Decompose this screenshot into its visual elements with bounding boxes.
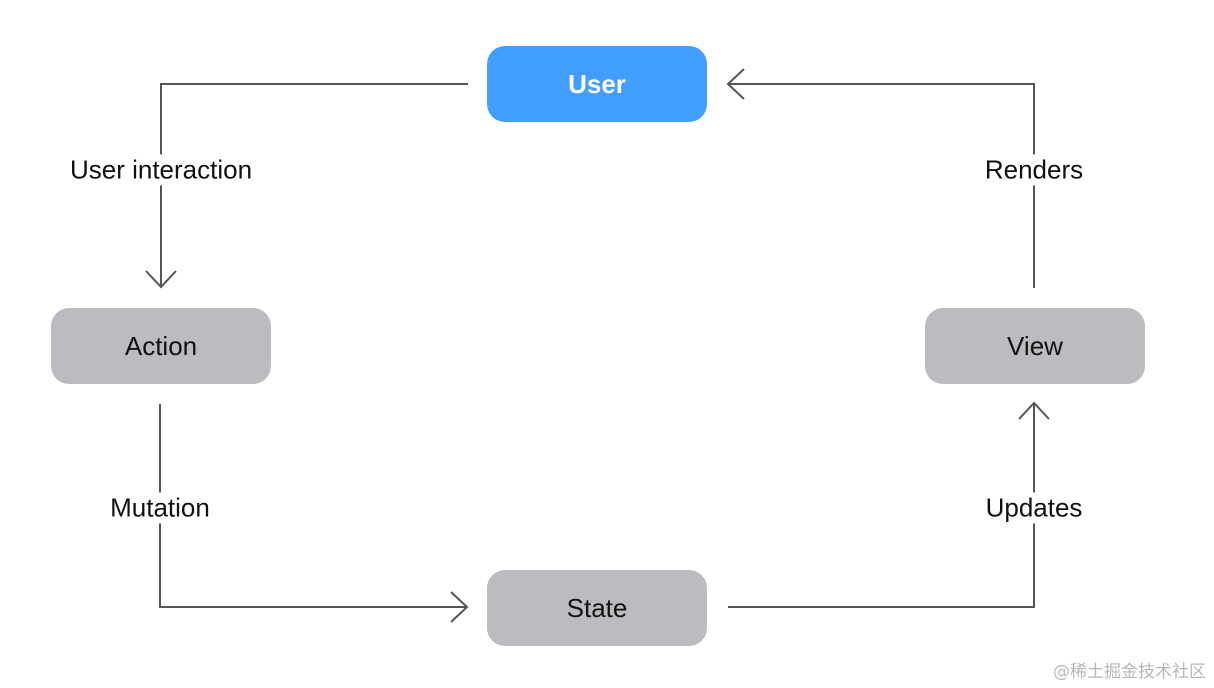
action-node: Action	[51, 308, 271, 384]
state-node: State	[487, 570, 707, 646]
connector-action-to-state	[159, 404, 466, 608]
arrowhead-right-icon	[450, 591, 469, 623]
user-node-label: User	[568, 68, 626, 99]
connector-user-to-action	[160, 83, 468, 286]
arrowhead-left-icon	[726, 68, 745, 100]
edge-label-mutation: Mutation	[104, 492, 216, 524]
watermark: @稀土掘金技术社区	[1053, 662, 1206, 682]
state-node-label: State	[566, 592, 628, 623]
connector-state-to-view	[728, 404, 1035, 608]
action-node-label: Action	[124, 330, 198, 361]
edge-label-user-interaction: User interaction	[63, 154, 259, 186]
edge-label-updates: Updates	[979, 492, 1089, 524]
view-node-label: View	[1007, 330, 1063, 361]
arrowhead-down-icon	[145, 270, 177, 289]
connector-view-to-user	[729, 83, 1035, 288]
edge-label-renders: Renders	[978, 154, 1090, 186]
arrowhead-up-icon	[1018, 401, 1050, 420]
user-node: User	[487, 46, 707, 122]
view-node: View	[925, 308, 1145, 384]
